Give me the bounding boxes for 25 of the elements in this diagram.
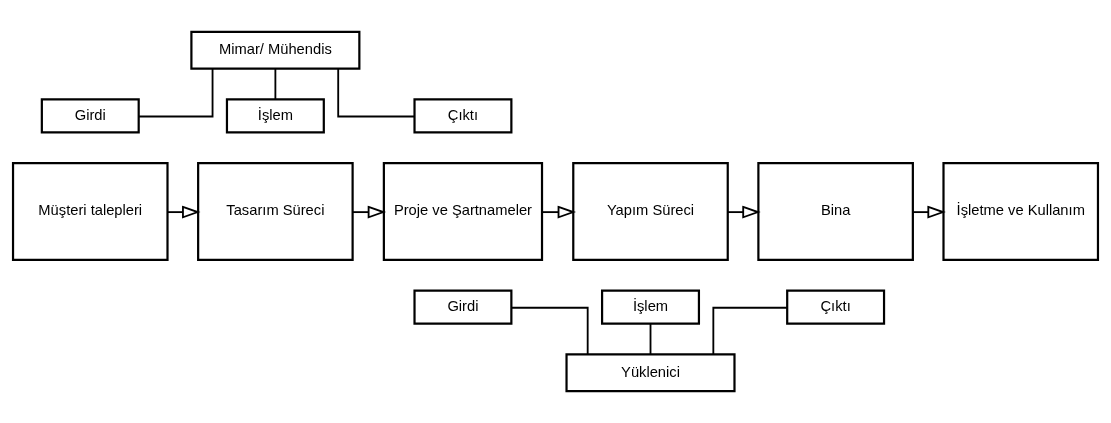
arrow xyxy=(351,205,387,219)
node-box: Girdi xyxy=(40,98,140,134)
node-box: Proje ve Şartnameler xyxy=(382,161,544,262)
connector xyxy=(138,67,214,118)
node-box: Yüklenici xyxy=(565,353,736,393)
node-box: İşlem xyxy=(225,98,325,134)
node-box: Mimar/ Mühendis xyxy=(190,30,361,70)
arrow xyxy=(541,205,577,219)
connector xyxy=(712,306,788,356)
node-box: Müşteri talepleri xyxy=(11,161,169,262)
node-box: Çıktı xyxy=(786,289,886,325)
node-box: İşlem xyxy=(600,289,701,325)
arrow xyxy=(727,205,761,219)
connector xyxy=(337,67,416,118)
node-box: İşletme ve Kullanım xyxy=(942,161,1100,262)
connector xyxy=(274,68,277,101)
node-box: Bina xyxy=(757,161,914,262)
arrow xyxy=(912,205,946,219)
node-box: Tasarım Süreci xyxy=(197,161,354,262)
connector xyxy=(649,322,652,355)
node-box: Girdi xyxy=(413,289,513,325)
arrow xyxy=(166,205,201,219)
node-box: Yapım Süreci xyxy=(572,161,729,262)
node-box: Çıktı xyxy=(413,98,513,134)
connector xyxy=(510,306,589,356)
